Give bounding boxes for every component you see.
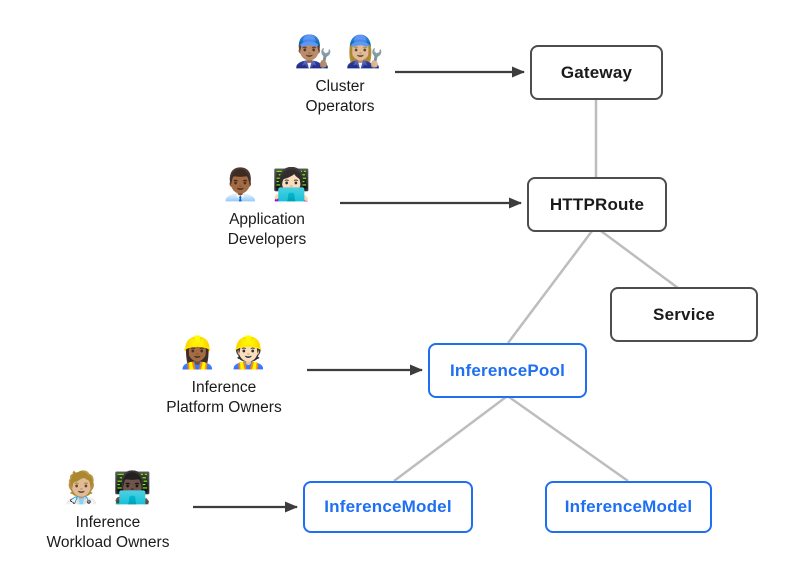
node-service: Service (610, 287, 758, 342)
inference-workload-owners-emoji: 🧑🏼‍⚕️ 👨🏿‍💻 (62, 470, 154, 505)
edge-inferencepool-inferencemodel-left (393, 396, 507, 482)
application-developers-label: Application Developers (227, 211, 307, 248)
node-inferencepool: InferencePool (428, 343, 587, 398)
application-developers-emoji: 👨🏾‍💼 👩🏻‍💻 (221, 167, 313, 202)
inference-workload-owners-label: Inference Workload Owners (46, 514, 170, 551)
edge-httproute-inferencepool (507, 230, 593, 344)
node-inferencemodel-left-label: InferenceModel (324, 497, 452, 516)
node-service-label: Service (653, 304, 715, 324)
cluster-operators-emoji: 👨🏽‍🔧 👩🏼‍🔧 (294, 34, 386, 69)
node-gateway: Gateway (530, 45, 663, 100)
node-httproute-label: HTTPRoute (549, 194, 645, 214)
node-inferencemodel-right-label: InferenceModel (564, 497, 693, 516)
cluster-operators-label: Cluster Operators (305, 78, 375, 115)
inference-platform-owners-label: Inference Platform Owners (166, 379, 282, 416)
node-httproute: HTTPRoute (527, 177, 667, 232)
node-inferencemodel-right: InferenceModel (545, 481, 712, 533)
persona-inference-workload-owners: 🧑🏼‍⚕️ 👨🏿‍💻 Inference Workload Owners (28, 466, 188, 553)
persona-application-developers: 👨🏾‍💼 👩🏻‍💻 Application Developers (187, 163, 347, 250)
node-gateway-label: Gateway (560, 62, 633, 82)
inference-platform-owners-emoji: 👷🏾‍♀️ 👷🏻 (178, 335, 270, 370)
node-inferencemodel-left: InferenceModel (303, 481, 473, 533)
persona-inference-platform-owners: 👷🏾‍♀️ 👷🏻 Inference Platform Owners (144, 331, 304, 418)
edge-inferencepool-inferencemodel-right (508, 395, 629, 483)
persona-cluster-operators: 👨🏽‍🔧 👩🏼‍🔧 Cluster Operators (260, 30, 420, 117)
edge-httproute-service (600, 229, 679, 290)
node-inferencepool-label: InferencePool (449, 360, 566, 380)
